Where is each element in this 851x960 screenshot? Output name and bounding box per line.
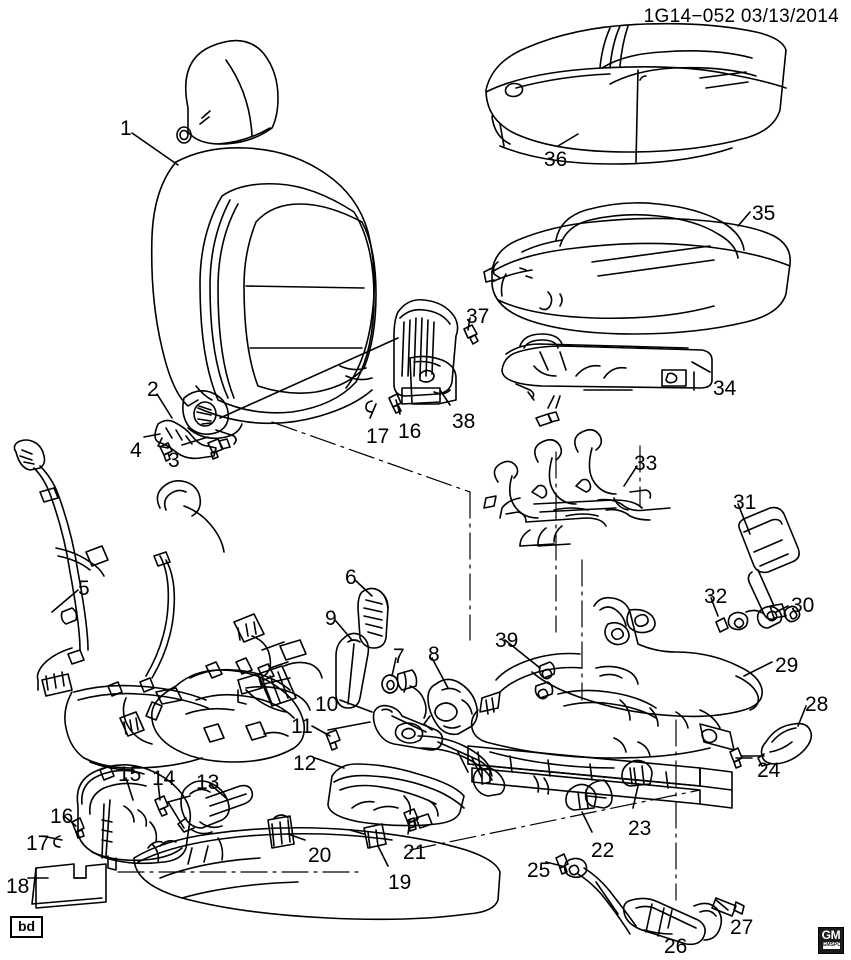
callout-cushion-side-clip: 20: [308, 844, 332, 867]
callout-seat-belt-buckle: 31: [733, 491, 757, 514]
wiring-harness-5: [13, 439, 323, 781]
callout-handle-screw: 24: [757, 759, 781, 782]
callout-motor-drive-shaft: 27: [730, 916, 754, 939]
callout-seat-cushion-pad: 35: [752, 202, 776, 225]
side-shield-12: [327, 763, 465, 829]
frame-pivot-bolt-39: [538, 661, 556, 680]
callout-lumbar-adjust-handle: 13: [196, 771, 220, 794]
callout-buckle-mount-bolt: 32: [704, 585, 728, 608]
callout-cushion-suspension-spring-mat: 33: [634, 452, 658, 475]
callout-shield-clip-nut: 16: [50, 805, 74, 828]
seat-back-hinge-parts: [154, 419, 231, 462]
track-fasteners: [565, 759, 653, 811]
callout-recliner-latch-bracket: 8: [428, 643, 440, 666]
callout-seat-shield-clip: 19: [388, 871, 412, 894]
recline-handle-28: [729, 722, 813, 769]
callout-motor-mount-nut: 25: [527, 859, 551, 882]
callout-recliner-handle-trim: 6: [345, 566, 357, 589]
callout-hinge-screw: 4: [130, 439, 142, 462]
callout-seat-cushion-cover: 36: [544, 148, 568, 171]
seat-belt-buckle-31: [715, 506, 801, 633]
callout-inboard-seat-side-shield: 12: [293, 752, 317, 775]
callout-seat-back-hinge-bracket: 2: [147, 378, 159, 401]
seat-back-assembly: [150, 39, 377, 445]
callout-pivot-bushing: 7: [393, 645, 405, 668]
gm-logo-text: GM: [821, 928, 841, 942]
document-header-code: 1G14−052 03/13/2014: [643, 6, 839, 27]
seat-side-shields-lower: [31, 764, 501, 921]
gm-logo-subtext: GMSPO: [822, 942, 840, 949]
suspension-spring-mat-33: [483, 428, 671, 547]
gm-logo: GM GMSPO: [818, 927, 844, 954]
callout-buckle-mount-nut: 30: [791, 594, 815, 617]
callout-track-mounting-nut: 23: [628, 817, 652, 840]
callout-frame-pivot-bolt: 39: [495, 629, 519, 652]
assembly-center-lines: [117, 421, 701, 901]
callout-seat-wiring-harness: 5: [78, 577, 90, 600]
seat-adjuster-motor-26: [555, 853, 745, 946]
callout-height-adjust-lever-handle: 9: [325, 607, 337, 630]
callout-seat-back-cover-assembly: 1: [120, 117, 132, 140]
callout-shield-retainer-clip: 17: [26, 832, 50, 855]
callout-trim-clip-nut: 16: [398, 420, 422, 443]
recliner-lever-parts: [325, 587, 506, 797]
callout-hinge-bolt: 3: [168, 449, 180, 472]
callout-track-bolt-retainer: 22: [591, 839, 615, 862]
sheet-mark-bd: bd: [10, 916, 44, 938]
callout-seat-track-end-cap: 18: [6, 875, 30, 898]
seat-back-side-trim-38: [219, 298, 479, 419]
callout-link-rod-retainer-pin: 11: [291, 715, 313, 738]
callout-outboard-seat-side-shield: 15: [118, 763, 142, 786]
callout-trim-panel-screw: 37: [466, 305, 490, 328]
callout-trim-retainer-clip: 17: [366, 425, 390, 448]
seat-cushion-frame-29: [467, 596, 763, 809]
callout-seat-back-side-trim-panel: 38: [452, 410, 476, 433]
seat-cushion-cover-36: [485, 22, 787, 165]
callout-seat-adjuster-motor: 26: [664, 935, 688, 958]
callout-height-adjust-link-rod: 10: [315, 693, 339, 716]
seat-cushion-pad-35: [483, 202, 791, 335]
callout-cushion-front-trim-panel: 34: [713, 377, 737, 400]
callout-seat-cushion-frame: 29: [775, 654, 799, 677]
callout-shield-screw: 21: [403, 841, 427, 864]
callout-handle-pivot-screw: 14: [152, 767, 176, 790]
callout-recline-adjust-handle: 28: [805, 693, 829, 716]
cushion-front-trim-34: [501, 333, 713, 427]
